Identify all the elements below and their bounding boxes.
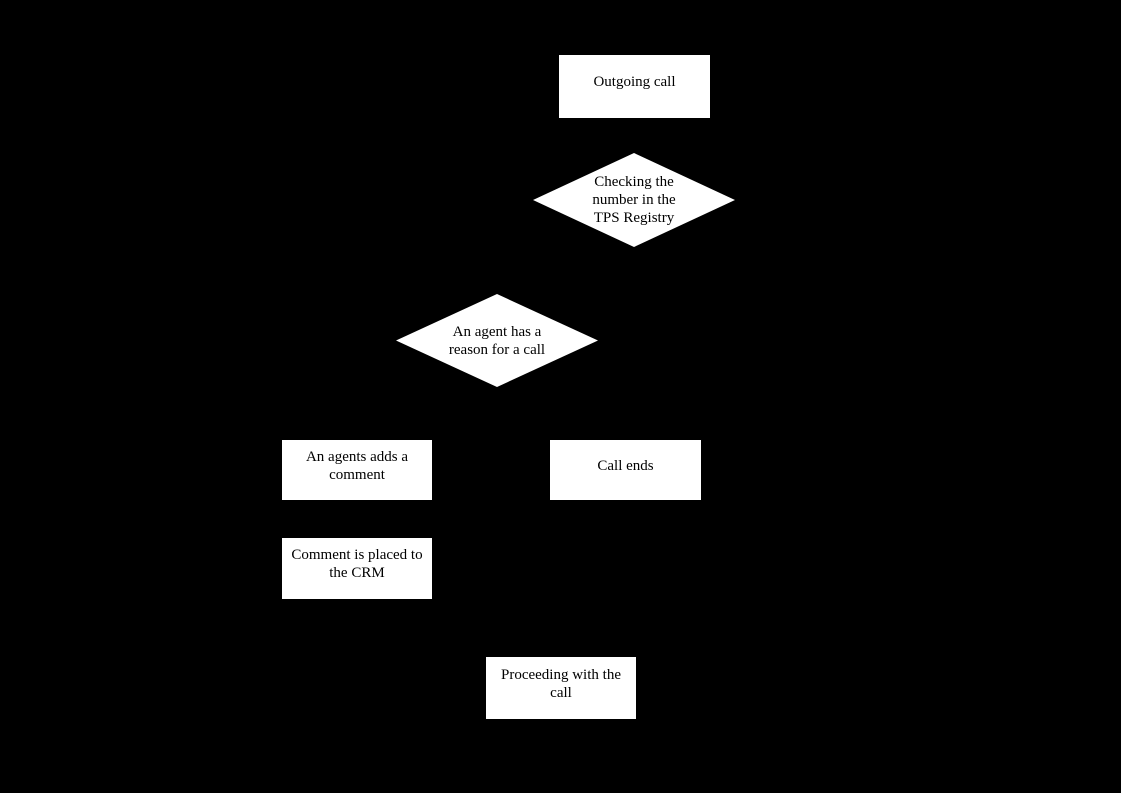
node-label: Comment is placed to the CRM <box>291 547 423 581</box>
node-label: An agent has a reason for a call <box>448 323 546 358</box>
node-label: Checking the number in the TPS Registry <box>592 174 676 226</box>
flowchart-node-agent-adds-comment: An agents adds a comment <box>282 440 432 500</box>
node-label: Call ends <box>597 457 654 474</box>
node-label: Outgoing call <box>593 74 676 90</box>
node-label: An agents adds a comment <box>305 448 409 483</box>
flowchart-decision-agent-reason: An agent has a reason for a call <box>396 294 598 387</box>
node-label: Proceeding with the call <box>501 666 621 701</box>
flowchart-decision-tps-registry: Checking the number in the TPS Registry <box>533 153 735 247</box>
flowchart-node-call-ends: Call ends <box>550 440 701 500</box>
flowchart-node-outgoing-call: Outgoing call <box>559 55 710 118</box>
flowchart-node-proceeding-with-call: Proceeding with the call <box>486 657 636 719</box>
flowchart-node-comment-placed-crm: Comment is placed to the CRM <box>282 538 432 599</box>
